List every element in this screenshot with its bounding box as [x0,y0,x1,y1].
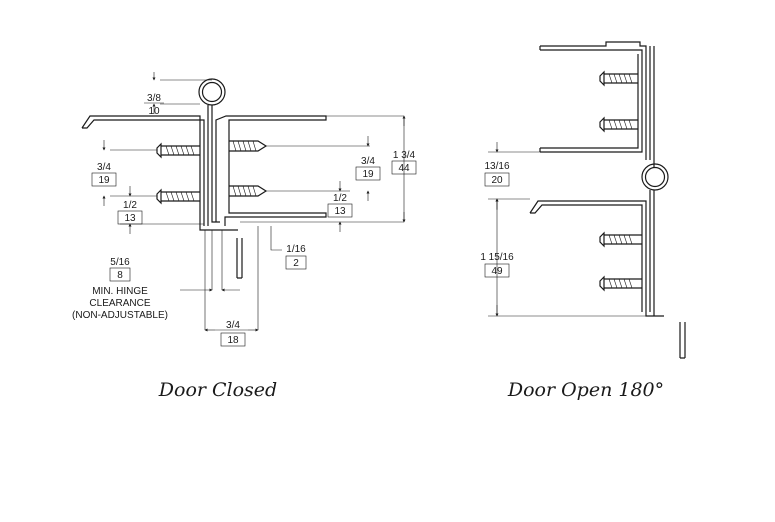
clearance-line-3: (NON-ADJUSTABLE) [72,310,168,321]
dim-3-8-mm: 10 [148,106,160,117]
screw-open-3 [599,231,642,248]
door-closed-view: 3/8 10 3/4 19 1/2 13 1 3/4 44 3/4 19 1/2 [72,72,417,401]
dim-3-4-right-mm: 19 [362,169,374,180]
dim-3-4-bottom-mm: 18 [227,335,239,346]
screw-open-2 [599,116,638,133]
screw-right-lower [229,185,268,197]
dim-3-8-frac: 3/8 [147,93,161,104]
frame-left [81,115,238,231]
caption-door-closed: Door Closed [158,379,277,401]
clearance-line-1: MIN. HINGE [92,286,148,297]
hinge-knuckle-open [641,163,669,191]
door-right [215,115,327,226]
dim-1-2-right-frac: 1/2 [333,193,347,204]
clearance-line-2: CLEARANCE [89,298,150,309]
dim-1-3-4-frac: 1 3/4 [393,150,416,161]
door-lower-leaf [529,190,664,317]
dim-5-16-mm: 8 [117,270,123,281]
dim-1-15-16-frac: 1 15/16 [480,252,514,263]
dim-3-4-left-mm: 19 [98,175,110,186]
dim-3-4-right-frac: 3/4 [361,156,375,167]
door-upper-leaf [539,41,647,160]
dim-5-16-frac: 5/16 [110,257,130,268]
dim-13-16-frac: 13/16 [484,161,509,172]
screw-open-1 [599,70,638,87]
dim-1-2-right-mm: 13 [334,206,346,217]
dim-13-16-mm: 20 [491,175,503,186]
dim-1-2-left-frac: 1/2 [123,200,137,211]
dim-1-15-16-mm: 49 [491,266,503,277]
caption-door-open: Door Open 180° [507,379,664,401]
screw-right-upper [229,140,268,152]
dim-3-4-left-frac: 3/4 [97,162,111,173]
screw-left-upper [156,142,200,159]
dim-3-4-bottom-frac: 3/4 [226,320,240,331]
screw-open-4 [599,275,642,292]
dim-1-2-left-mm: 13 [124,213,136,224]
screw-left-lower [156,188,200,205]
dim-1-3-4-mm: 44 [398,163,410,174]
door-open-view: 13/16 20 1 15/16 49 Door Open 180° [480,41,686,401]
dim-1-16-mm: 2 [293,258,299,269]
dim-1-16-frac: 1/16 [286,244,306,255]
